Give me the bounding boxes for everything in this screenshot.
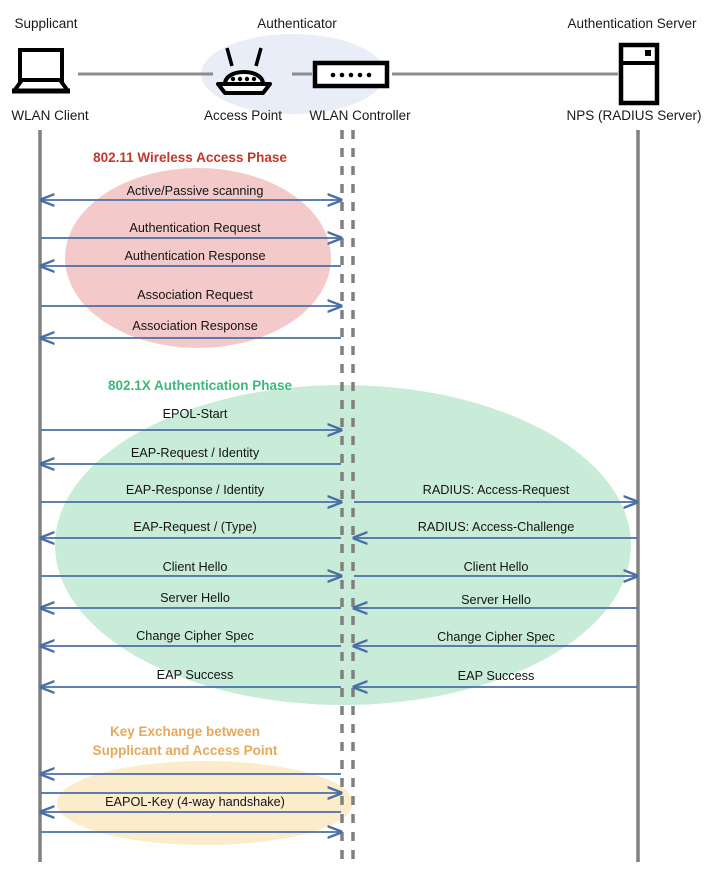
message-arrows-left bbox=[41, 200, 341, 832]
ellipse-wireless-access-phase bbox=[65, 168, 331, 348]
actor-device-wlan-client: WLAN Client bbox=[11, 108, 89, 123]
message-label-eap-request-identity: EAP-Request / Identity bbox=[130, 446, 260, 460]
actor-device-access-point: Access Point bbox=[203, 108, 283, 123]
phase-title-dot1x-auth: 802.1X Authentication Phase bbox=[107, 378, 293, 393]
wlan-controller-icon bbox=[312, 60, 390, 89]
message-label-client-hello: Client Hello bbox=[162, 560, 228, 574]
message-label-radius-radius-access-challenge: RADIUS: Access-Challenge bbox=[417, 520, 575, 534]
message-label-eap-success: EAP Success bbox=[156, 668, 234, 682]
phase-title-wireless-access: 802.11 Wireless Access Phase bbox=[93, 150, 287, 165]
message-label-change-cipher-spec: Change Cipher Spec bbox=[136, 629, 254, 643]
message-label-eapol-key-4-way-handshake: EAPOL-Key (4-way handshake) bbox=[105, 795, 285, 809]
actor-role-supplicant: Supplicant bbox=[14, 16, 78, 31]
message-label-radius-radius-access-request: RADIUS: Access-Request bbox=[422, 483, 570, 497]
message-label-authentication-request: Authentication Request bbox=[129, 221, 261, 235]
message-label-epol-start: EPOL-Start bbox=[162, 407, 228, 421]
message-label-radius-server-hello: Server Hello bbox=[461, 593, 531, 607]
message-label-eap-request-type: EAP-Request / (Type) bbox=[133, 520, 257, 534]
message-label-radius-client-hello: Client Hello bbox=[463, 560, 529, 574]
message-label-association-response: Association Response bbox=[132, 319, 258, 333]
actor-device-nps: NPS (RADIUS Server) bbox=[566, 108, 702, 123]
message-label-radius-change-cipher-spec: Change Cipher Spec bbox=[437, 630, 555, 644]
ellipse-key-exchange-phase bbox=[57, 761, 353, 845]
message-label-server-hello: Server Hello bbox=[160, 591, 230, 605]
message-label-eap-response-identity: EAP-Response / Identity bbox=[125, 483, 265, 497]
laptop-icon bbox=[12, 48, 70, 94]
actor-role-auth-server: Authentication Server bbox=[567, 16, 697, 31]
access-point-leds bbox=[230, 76, 257, 82]
message-arrows-right bbox=[354, 502, 637, 687]
message-label-authentication-response: Authentication Response bbox=[124, 249, 266, 263]
phase-title-key-exchange: Key Exchange between Supplicant and Acce… bbox=[92, 724, 278, 758]
actor-device-wlan-controller: WLAN Controller bbox=[309, 108, 411, 123]
message-label-radius-eap-success: EAP Success bbox=[457, 669, 535, 683]
actor-role-authenticator: Authenticator bbox=[257, 16, 337, 31]
message-label-association-request: Association Request bbox=[137, 288, 253, 302]
message-label-active-passive-scanning: Active/Passive scanning bbox=[126, 184, 264, 198]
server-icon bbox=[618, 42, 660, 106]
